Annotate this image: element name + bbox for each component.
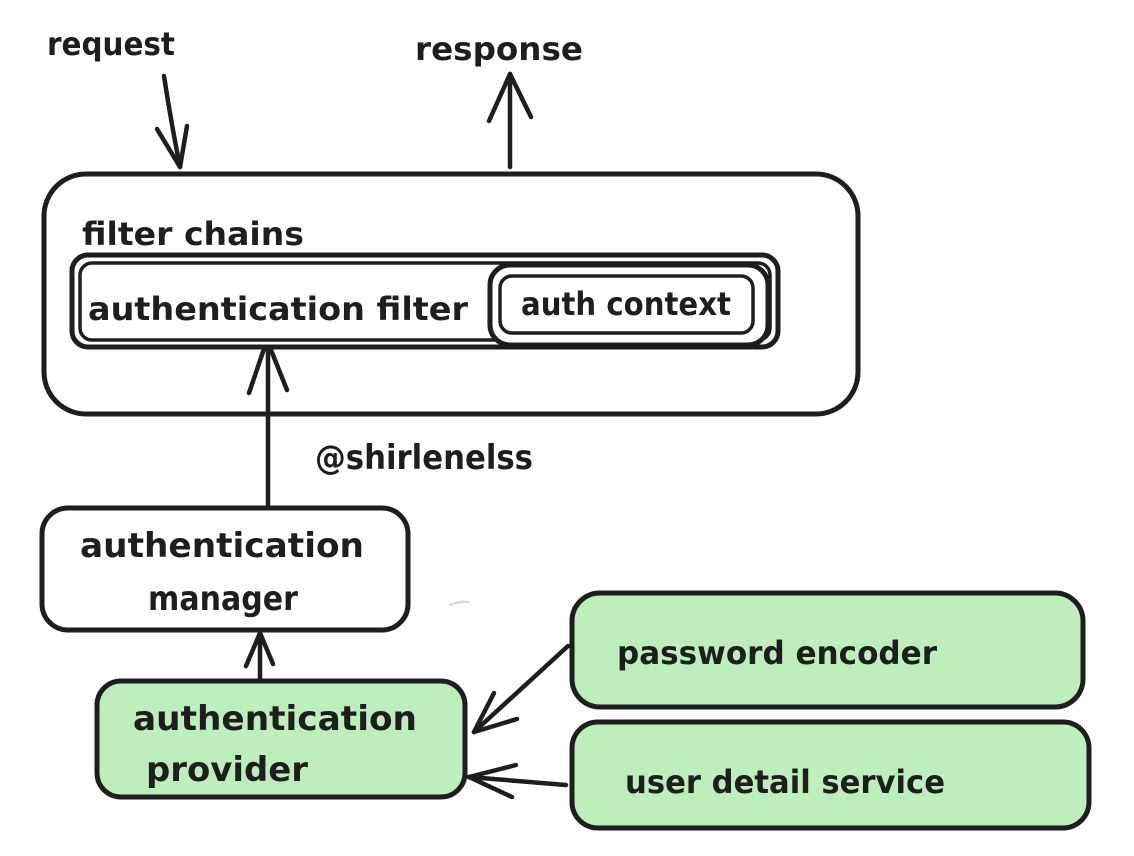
authentication-manager-rect [39,505,411,633]
auth-context-box [487,262,771,348]
response-label: response [415,30,583,68]
authentication-provider-label-line2: provider [146,750,308,790]
password-encoder-label: password encoder [617,634,937,672]
user-detail-service-box [569,719,1092,831]
arrow-provider-to-manager [243,630,276,687]
filter-chains-label: filter chains [82,215,304,253]
arrow-uds-barb-upper [466,762,519,780]
watermark-text: @shirlenelss [315,438,533,478]
arrow-user-detail-service-to-provider [466,762,569,800]
authentication-manager-box [39,505,411,633]
arrow-response-barb-left [486,71,513,124]
user-detail-service-rect [569,719,1092,831]
password-encoder-rect [569,590,1086,710]
arrow-response-barb-right [507,71,534,120]
arrow-provider-barb-left [243,630,263,669]
arrow-filter-chains-to-response [486,71,534,170]
arrow-request-to-filter-chains [154,73,190,170]
arrow-request-barb-left [154,126,183,170]
user-detail-service-label: user detail service [625,763,945,801]
authentication-provider-box [94,678,468,800]
request-label: request [47,25,175,63]
arrow-request-shaft [161,73,183,170]
authentication-provider-rect [94,678,468,800]
authentication-manager-label-line1: authentication [80,526,364,566]
password-encoder-box [569,590,1086,710]
arrow-encoder-barb-lower [471,716,520,735]
arrow-encoder-barb-upper [471,690,497,735]
auth-context-rect-inner [498,274,755,335]
arrow-request-barb-right [177,123,190,170]
authentication-provider-label-line1: authentication [133,699,417,739]
authentication-manager-label-line2: manager [148,579,298,619]
smudge-mark [448,600,470,607]
auth-context-label: auth context [521,285,731,323]
arrow-provider-barb-right [257,630,276,667]
arrow-uds-shaft [466,774,569,788]
arrow-uds-barb-lower [466,774,515,800]
auth-context-rect-outer [487,262,771,348]
arrow-encoder-shaft [471,643,571,735]
arrow-password-encoder-to-provider [471,643,571,735]
authentication-filter-label: authentication filter [88,290,468,328]
